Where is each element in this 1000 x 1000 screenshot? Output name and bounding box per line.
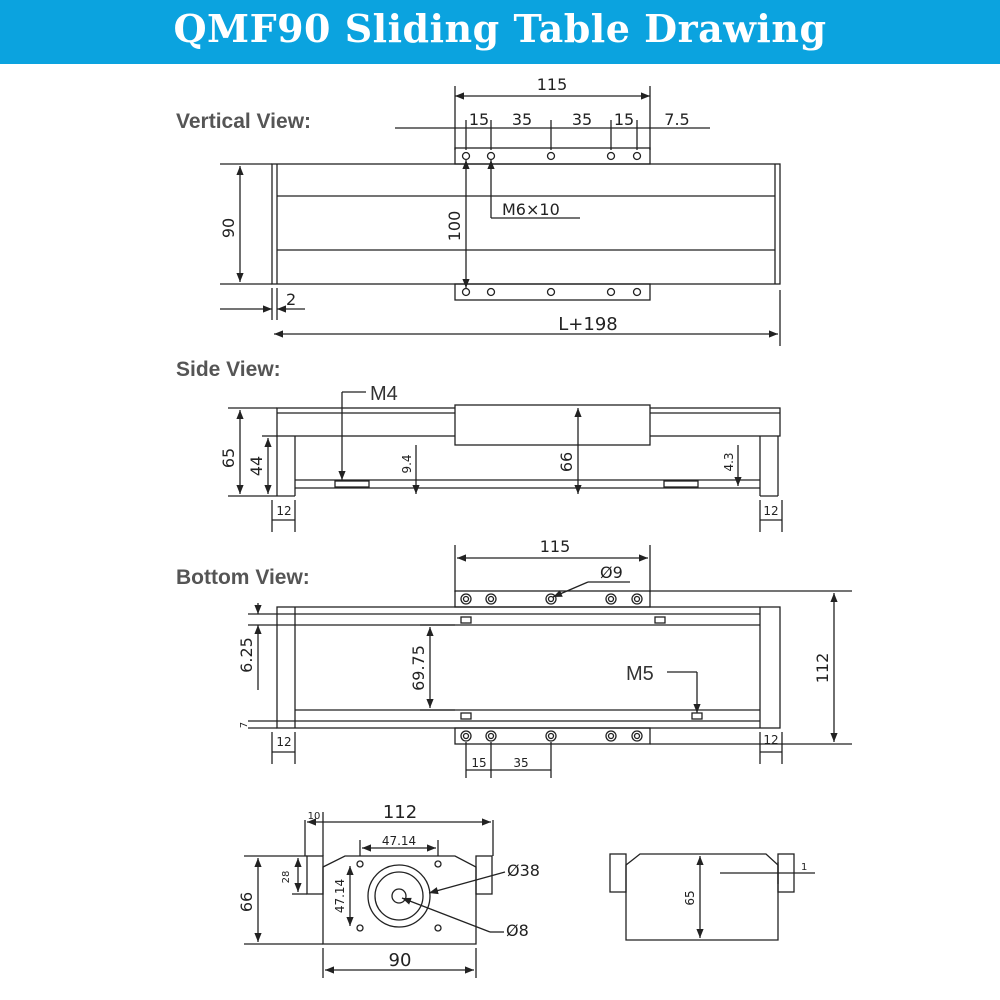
dim-7-5: 7.5 (664, 110, 689, 129)
end-view-left: 112 10 47.14 Ø38 Ø8 66 28 (237, 802, 540, 978)
dim-6-25: 6.25 (237, 637, 256, 673)
dim-66-end: 66 (237, 892, 256, 912)
dim-65-end: 65 (683, 890, 697, 905)
dim-35-bottom: 35 (513, 756, 528, 770)
dim-4-3: 4.3 (722, 452, 736, 471)
dim-12-bottom-left: 12 (276, 735, 291, 749)
side-view: M4 65 44 9.4 66 4.3 12 12 (219, 383, 783, 532)
dim-66-side: 66 (557, 452, 576, 472)
title-banner: QMF90 Sliding Table Drawing (0, 0, 1000, 64)
dim-9-4: 9.4 (400, 454, 414, 473)
vertical-view: 115 15 35 35 15 7.5 90 100 (219, 75, 781, 346)
dim-47-14-top: 47.14 (382, 834, 416, 848)
dim-2: 2 (286, 290, 296, 309)
dim-112-end: 112 (383, 802, 417, 823)
callout-d38: Ø38 (507, 861, 540, 880)
callout-m6x10: M6×10 (502, 200, 560, 219)
vertical-view-label: Vertical View: (176, 110, 312, 133)
drawing-title: QMF90 Sliding Table Drawing (173, 6, 827, 51)
dim-35-b: 35 (572, 110, 592, 129)
side-view-label: Side View: (176, 358, 281, 381)
dim-69-75: 69.75 (409, 645, 428, 691)
callout-m4: M4 (370, 383, 398, 405)
dim-90-end: 90 (389, 950, 412, 971)
dim-15-a: 15 (469, 110, 489, 129)
dim-35-a: 35 (512, 110, 532, 129)
callout-d9: Ø9 (600, 563, 623, 582)
callout-d8: Ø8 (506, 921, 529, 940)
dim-10: 10 (308, 811, 321, 822)
dim-100: 100 (445, 211, 464, 242)
dim-12-side-right: 12 (763, 504, 778, 518)
dim-65-side: 65 (219, 448, 238, 468)
dim-47-14-vertical: 47.14 (333, 879, 347, 913)
dim-l-plus-198: L+198 (558, 314, 617, 335)
dim-15-b: 15 (614, 110, 634, 129)
bottom-view: 115 Ø9 6.25 (237, 537, 852, 778)
bottom-view-label: Bottom View: (176, 566, 310, 589)
callout-m5: M5 (626, 663, 654, 685)
dim-90-vertical: 90 (219, 218, 238, 238)
dim-1: 1 (801, 862, 807, 873)
end-view-right: 65 1 (609, 853, 815, 941)
dim-12-side-left: 12 (276, 504, 291, 518)
dim-12-bottom-right: 12 (763, 733, 778, 747)
dim-115-bottom: 115 (540, 537, 571, 556)
dim-112-bottom: 112 (813, 653, 832, 684)
dim-28: 28 (281, 871, 292, 884)
dim-7: 7 (239, 722, 250, 728)
dim-15-bottom: 15 (471, 756, 486, 770)
dim-115-top: 115 (537, 75, 568, 94)
dim-44: 44 (247, 456, 266, 476)
